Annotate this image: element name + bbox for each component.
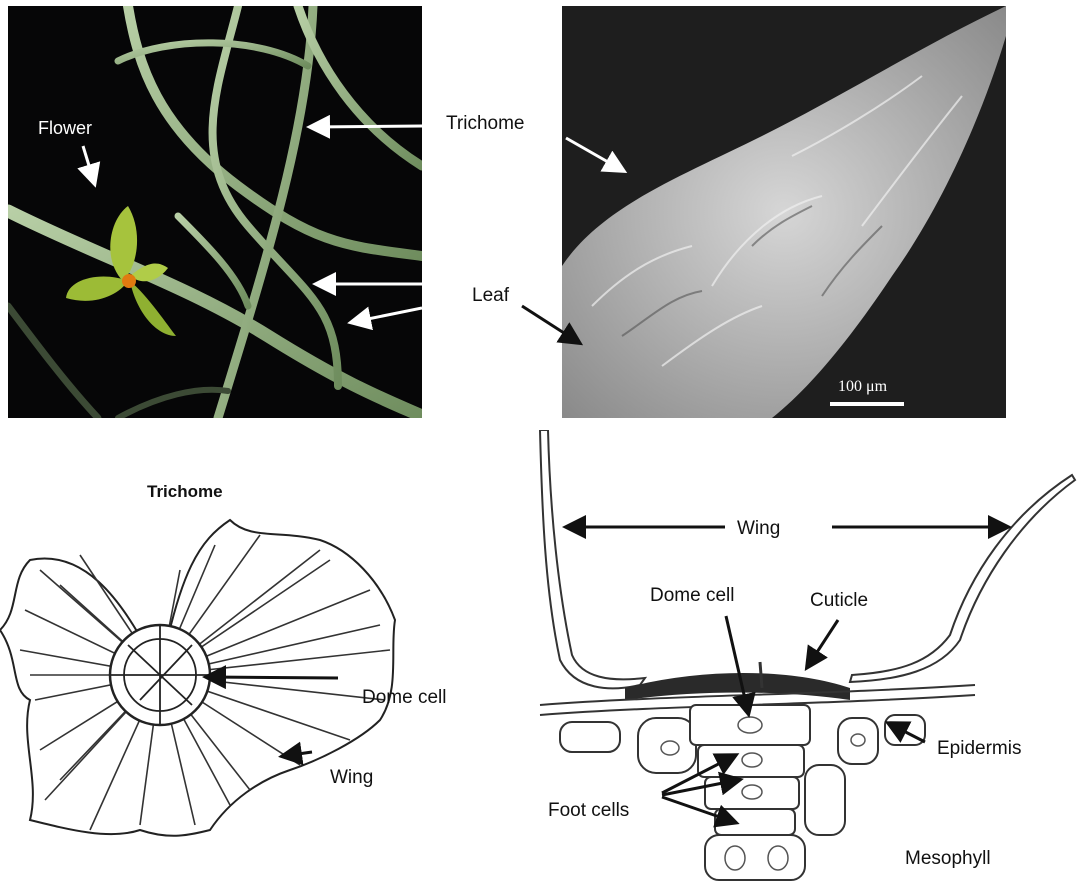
trichome-drawing-art	[0, 460, 470, 885]
flower-label: Flower	[38, 118, 92, 139]
cuticle-label: Cuticle	[810, 590, 868, 612]
trichome-drawing-title: Trichome	[147, 482, 223, 502]
wing-label-right: Wing	[737, 518, 780, 540]
wing-label-left: Wing	[330, 767, 373, 789]
trichome-label-top: Trichome	[446, 113, 524, 135]
cross-section-diagram: Wing Dome cell Cuticle Epidermis Foot ce…	[520, 430, 1080, 885]
leaf-label: Leaf	[472, 285, 509, 307]
dome-cell-label-right: Dome cell	[650, 585, 734, 607]
dome-cell-label-left: Dome cell	[362, 687, 446, 709]
epidermis-label: Epidermis	[937, 738, 1021, 760]
scale-bar-label: 100 μm	[838, 378, 887, 396]
plant-photo: Flower	[8, 6, 422, 418]
plant-photo-art	[8, 6, 422, 418]
trichome-drawing: Trichome Dome cell Wing	[0, 460, 470, 885]
foot-cells-label: Foot cells	[548, 800, 629, 822]
sem-image: 100 μm	[562, 6, 1006, 418]
sem-leaf-art	[562, 6, 1006, 418]
mesophyll-label: Mesophyll	[905, 848, 991, 870]
flower-petals	[66, 206, 176, 336]
